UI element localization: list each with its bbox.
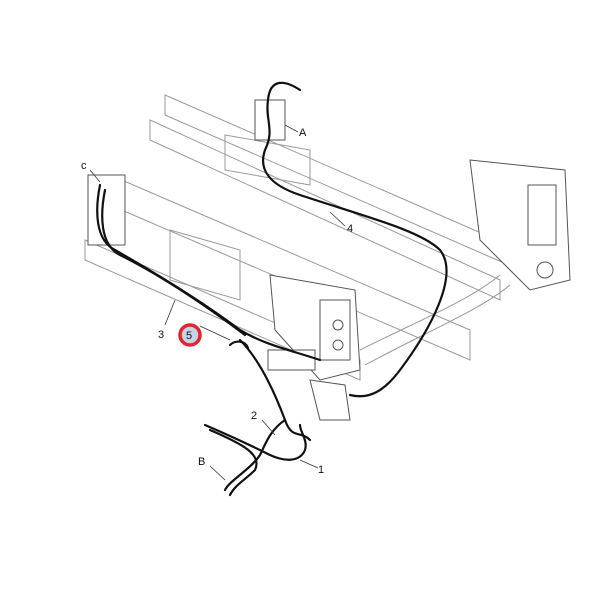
- callout-5: 5: [186, 330, 192, 342]
- callout-2: 2: [251, 410, 257, 422]
- highlight-ring: [178, 323, 202, 347]
- callout-1: 1: [318, 464, 324, 476]
- callout-5-highlighted[interactable]: 5: [178, 323, 202, 347]
- wiring-harness: [96, 81, 448, 497]
- callout-3: 3: [158, 329, 164, 341]
- callout-c: c: [81, 160, 87, 172]
- callout-a: A: [299, 127, 307, 139]
- callout-b: B: [198, 456, 205, 468]
- callout-4: 4: [347, 223, 353, 235]
- frame-rails: [84, 94, 521, 381]
- suspension-brackets: [87, 99, 571, 421]
- leader-lines: [89, 124, 346, 481]
